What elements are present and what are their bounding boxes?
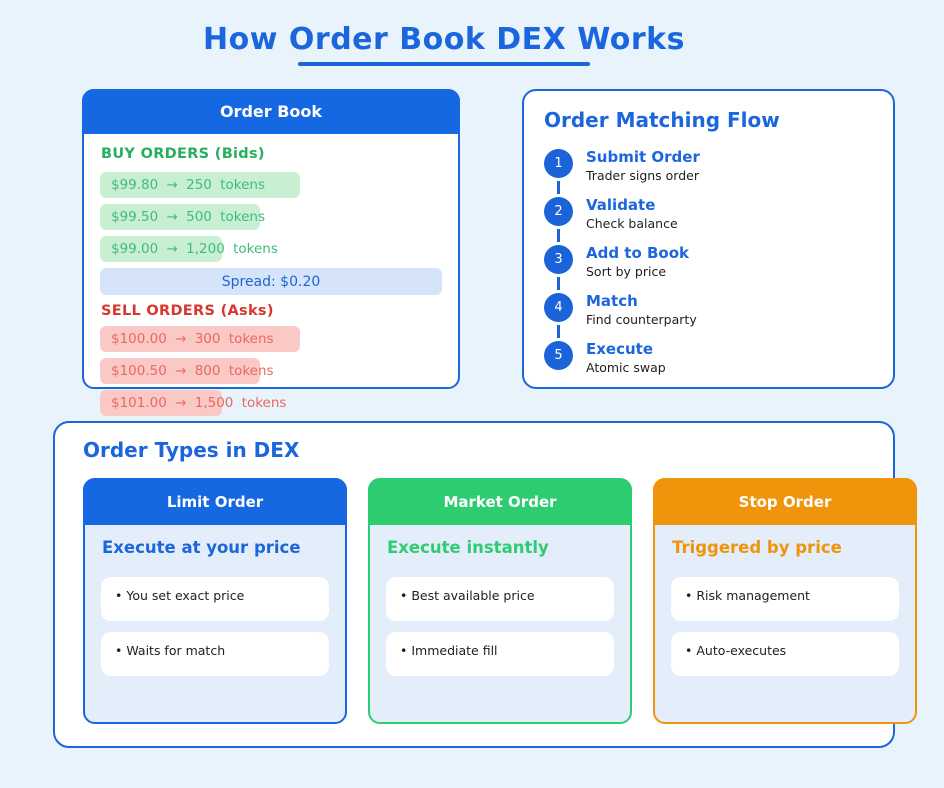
step-connector [557, 229, 560, 242]
column-header: Market Order [368, 478, 632, 525]
flow-step: 4 Match Find counterparty [544, 293, 873, 341]
step-connector [557, 181, 560, 194]
step-number-badge: 2 [544, 197, 573, 226]
column-subtitle: Triggered by price [672, 538, 842, 557]
flow-step: 5 Execute Atomic swap [544, 341, 873, 389]
column-item: • Waits for match [101, 632, 329, 676]
page-title: How Order Book DEX Works [203, 22, 685, 57]
flow-step: 2 Validate Check balance [544, 197, 873, 245]
step-number-badge: 3 [544, 245, 573, 274]
step-title: Execute [586, 340, 654, 358]
step-description: Atomic swap [586, 360, 666, 375]
matching-flow-title: Order Matching Flow [544, 108, 780, 132]
step-number-badge: 4 [544, 293, 573, 322]
column-item: • Risk management [671, 577, 899, 621]
step-description: Sort by price [586, 264, 667, 279]
step-connector [557, 277, 560, 290]
step-description: Trader signs order [586, 168, 699, 183]
step-title: Match [586, 292, 638, 310]
sell-order-row: $101.00 → 1,500 tokens [100, 390, 286, 416]
step-description: Check balance [586, 216, 678, 231]
buy-order-row: $99.50 → 500 tokens [100, 204, 265, 230]
step-number-badge: 1 [544, 149, 573, 178]
column-subtitle: Execute at your price [102, 538, 301, 557]
order-book-header: Order Book [82, 89, 460, 134]
buy-order-row: $99.00 → 1,200 tokens [100, 236, 278, 262]
column-header: Stop Order [653, 478, 917, 525]
column-item: • Auto-executes [671, 632, 899, 676]
step-title: Add to Book [586, 244, 690, 262]
matching-flow-card: Order Matching Flow 1 Submit Order Trade… [522, 89, 895, 389]
flow-step: 1 Submit Order Trader signs order [544, 149, 873, 197]
order-types-card: Order Types in DEX Limit Order Execute a… [53, 421, 917, 748]
column-header: Limit Order [83, 478, 347, 525]
order-type-column-stop: Stop Order Triggered by price • Risk man… [653, 478, 917, 724]
sell-orders-label: SELL ORDERS (Asks) [101, 303, 274, 319]
step-title: Submit Order [586, 148, 700, 166]
column-item: • Immediate fill [386, 632, 614, 676]
order-type-column-market: Market Order Execute instantly • Best av… [368, 478, 632, 724]
buy-orders-label: BUY ORDERS (Bids) [101, 146, 265, 162]
order-type-column-limit: Limit Order Execute at your price • You … [83, 478, 347, 724]
column-item: • You set exact price [101, 577, 329, 621]
sell-order-row: $100.00 → 300 tokens [100, 326, 300, 352]
buy-order-row: $99.80 → 250 tokens [100, 172, 300, 198]
order-types-title: Order Types in DEX [83, 438, 300, 462]
step-description: Find counterparty [586, 312, 697, 327]
sell-order-row: $100.50 → 800 tokens [100, 358, 274, 384]
step-number-badge: 5 [544, 341, 573, 370]
flow-step: 3 Add to Book Sort by price [544, 245, 873, 293]
title-underline [298, 62, 590, 66]
step-connector [557, 325, 560, 338]
order-book-card: Order Book BUY ORDERS (Bids) $99.80 → 25… [82, 89, 460, 416]
order-book-body: BUY ORDERS (Bids) $99.80 → 250 tokens $9… [84, 134, 458, 416]
order-types-body: Order Types in DEX Limit Order Execute a… [55, 423, 917, 724]
step-title: Validate [586, 196, 656, 214]
column-subtitle: Execute instantly [387, 538, 549, 557]
spread-row: Spread: $0.20 [100, 268, 442, 295]
page-header: How Order Book DEX Works [0, 22, 888, 66]
order-type-columns: Limit Order Execute at your price • You … [83, 478, 917, 724]
column-item: • Best available price [386, 577, 614, 621]
matching-flow-body: Order Matching Flow 1 Submit Order Trade… [524, 91, 893, 389]
